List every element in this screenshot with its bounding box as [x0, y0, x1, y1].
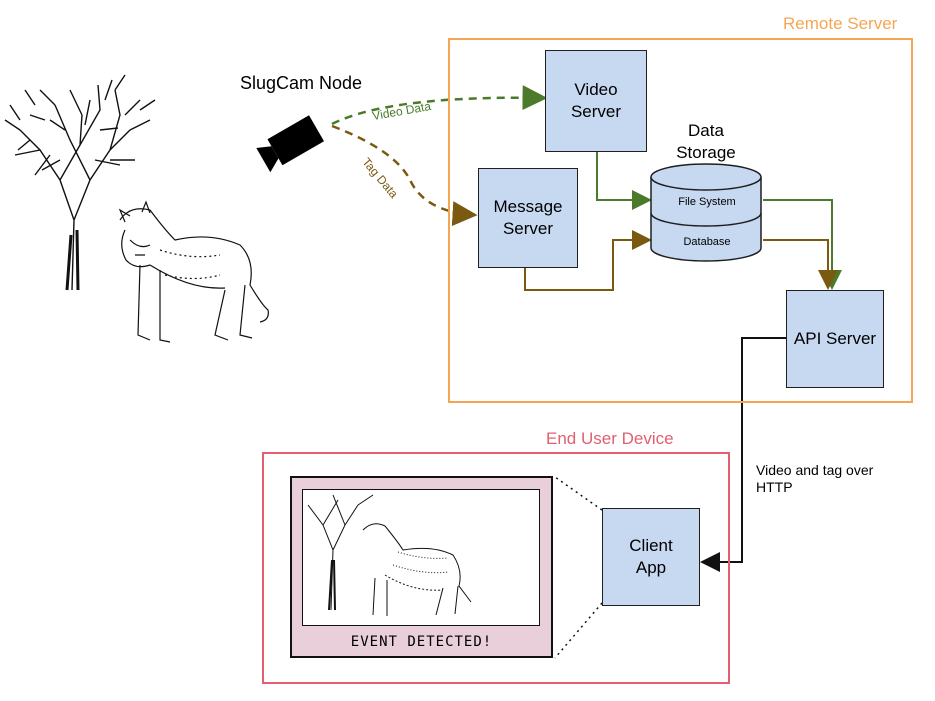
data-storage-title: Data Storage [676, 121, 736, 162]
end-user-device-title: End User Device [546, 429, 674, 448]
client-screen-dotted-bottom [554, 602, 603, 659]
client-app-box[interactable]: Client App [602, 508, 700, 606]
remote-server-region [448, 38, 913, 403]
wildlife-scene [4, 74, 269, 343]
filesystem-to-api-arrow [763, 199, 842, 290]
remote-server-title: Remote Server [783, 14, 898, 33]
api-to-client-arrow [700, 337, 786, 572]
event-detected-banner: EVENT DETECTED! [350, 634, 493, 650]
api-server-box: API Server [786, 290, 884, 388]
screen-image-frame [302, 489, 540, 626]
end-user-device-region [262, 452, 730, 684]
file-system-label: File System [678, 196, 736, 208]
node-label: SlugCam Node [240, 73, 363, 93]
video-to-filesystem-arrow [596, 150, 652, 210]
database-label: Database [683, 236, 731, 248]
screen-wildlife-thumbnail [307, 494, 472, 616]
message-to-database-arrow [524, 230, 652, 291]
mountain-lion-illustration [118, 200, 269, 343]
message-server-box: Message Server [478, 168, 578, 268]
database-cylinder-icon [650, 163, 762, 262]
video-server-box: Video Server [545, 50, 647, 152]
database-to-api-arrow [763, 239, 838, 290]
video-data-arrow [331, 85, 548, 126]
camera-icon [256, 115, 325, 173]
http-note: Video and tag over HTTP [756, 462, 874, 495]
tree-illustration [4, 74, 156, 291]
